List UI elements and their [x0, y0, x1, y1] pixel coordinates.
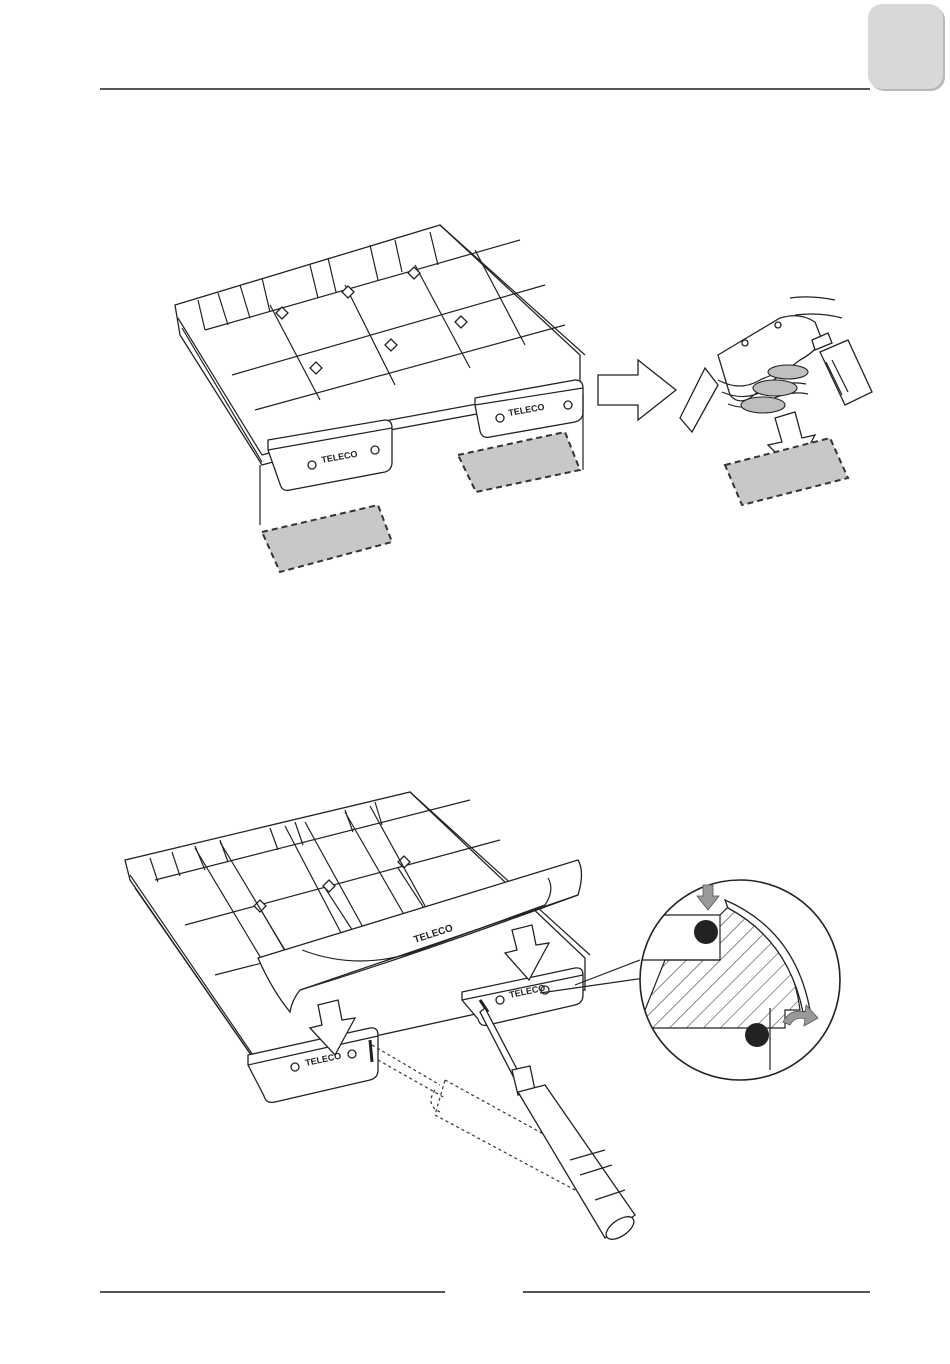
magnified-detail	[640, 880, 840, 1080]
sealant-gun	[480, 1008, 638, 1244]
adhesive-application-detail	[680, 297, 872, 505]
section-tab	[868, 4, 943, 89]
header-rule	[100, 88, 870, 90]
step-marker	[694, 920, 718, 944]
adhesive-zone	[262, 505, 392, 572]
solar-panel-illustration: TELECO TELECO TELECO	[125, 792, 590, 1102]
right-arrow-icon	[598, 360, 676, 420]
figure-2-spoiler-sealant: TELECO TELECO TELECO	[0, 780, 950, 1250]
footer-rule-right	[523, 1291, 870, 1293]
adhesive-zone	[458, 432, 580, 492]
figure-1-mounting-adhesive: TELECO TELECO	[0, 200, 950, 600]
footer-rule-left	[100, 1291, 445, 1293]
step-marker	[745, 1023, 769, 1047]
